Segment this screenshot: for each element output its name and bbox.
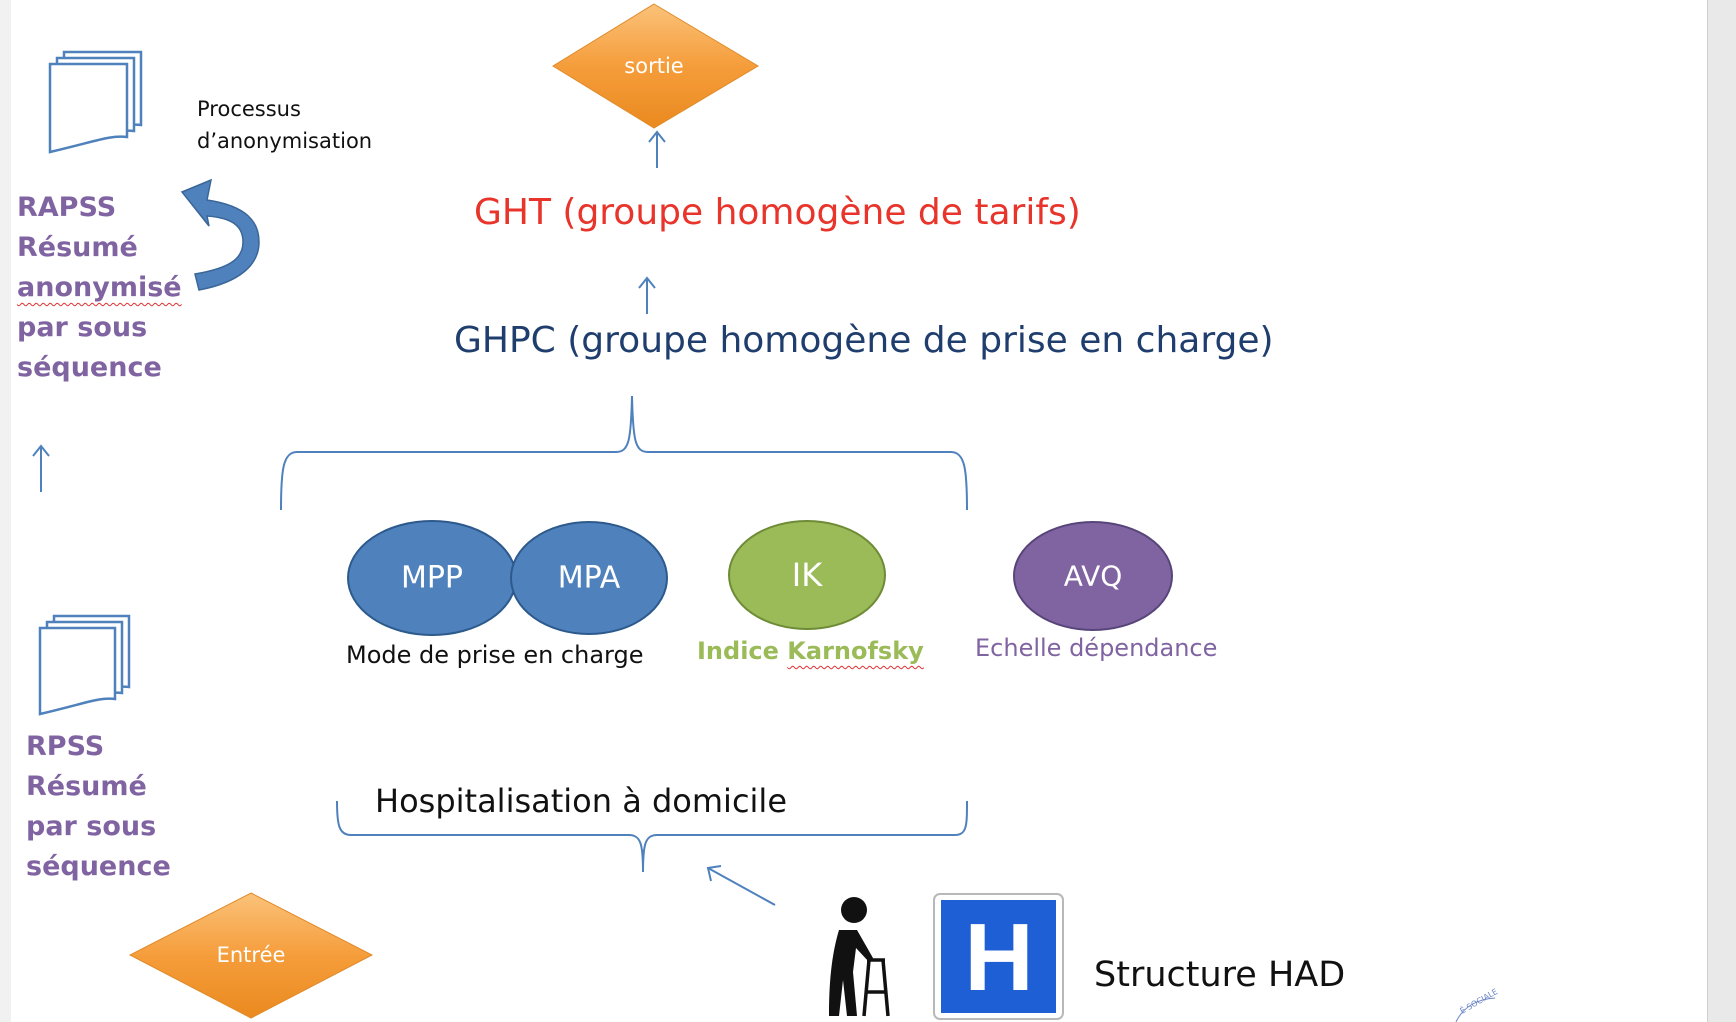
mode-caption: Mode de prise en charge [346, 641, 644, 669]
svg-text:É SOCIALE: É SOCIALE [1458, 985, 1500, 1015]
hospital-sign-icon [941, 900, 1056, 1013]
ght-title: GHT (groupe homogène de tarifs) [474, 192, 1081, 233]
diagram-canvas: É SOCIALE sortie Entrée GHT (groupe homo… [11, 0, 1707, 1022]
diagram-shapes: É SOCIALE [32, 3, 1500, 1022]
bottom-brace [336, 800, 968, 873]
sortie-label: sortie [624, 54, 684, 78]
rpss-line: séquence [26, 851, 171, 882]
mpp-label: MPP [400, 560, 464, 596]
structure-had-label: Structure HAD [1094, 955, 1346, 995]
hospital-sign-letter: H [964, 904, 1034, 1011]
sortie-diamond [552, 3, 759, 129]
avq-label: AVQ [1063, 559, 1123, 593]
processus-label-line2: d’anonymisation [197, 129, 373, 153]
document-stack-icon [38, 614, 131, 716]
arrow-ght-to-sortie [648, 130, 666, 168]
rpss-line: par sous [26, 811, 157, 842]
arrow-patient-to-had [706, 865, 776, 906]
indice-caption: Indice Karnofsky [697, 637, 924, 665]
ghpc-title: GHPC (groupe homogène de prise en charge… [454, 320, 1274, 361]
rapss-line: anonymisé [17, 272, 182, 303]
arrow-ghpc-to-ght [638, 276, 656, 314]
seal-fragment-icon: É SOCIALE [1455, 985, 1500, 1022]
arrow-rpss-to-rapss [32, 444, 50, 492]
rapss-line: Résumé [17, 232, 138, 263]
entree-diamond [128, 892, 374, 1019]
mpa-label: MPA [557, 560, 621, 596]
window-edge [1707, 0, 1736, 1022]
karnofsky-word: Karnofsky [787, 637, 924, 665]
person-with-walker-icon [829, 897, 890, 1017]
mpa-ellipse [510, 521, 668, 635]
top-brace [280, 395, 968, 511]
curved-arrow-icon [180, 178, 260, 291]
processus-label-line1: Processus [197, 97, 301, 121]
ik-label: IK [791, 556, 823, 594]
avq-ellipse [1013, 521, 1173, 631]
rpss-line: RPSS [26, 731, 105, 762]
rapss-line: RAPSS [17, 192, 117, 223]
rapss-line: séquence [17, 352, 162, 383]
entree-label: Entrée [216, 943, 286, 967]
document-stack-icon [48, 50, 143, 154]
indice-prefix: Indice [697, 637, 788, 665]
ik-ellipse [728, 520, 886, 630]
rpss-line: Résumé [26, 771, 147, 802]
hospitalisation-label: Hospitalisation à domicile [375, 782, 787, 820]
echelle-caption: Echelle dépendance [975, 634, 1218, 662]
rapss-line: par sous [17, 312, 148, 343]
